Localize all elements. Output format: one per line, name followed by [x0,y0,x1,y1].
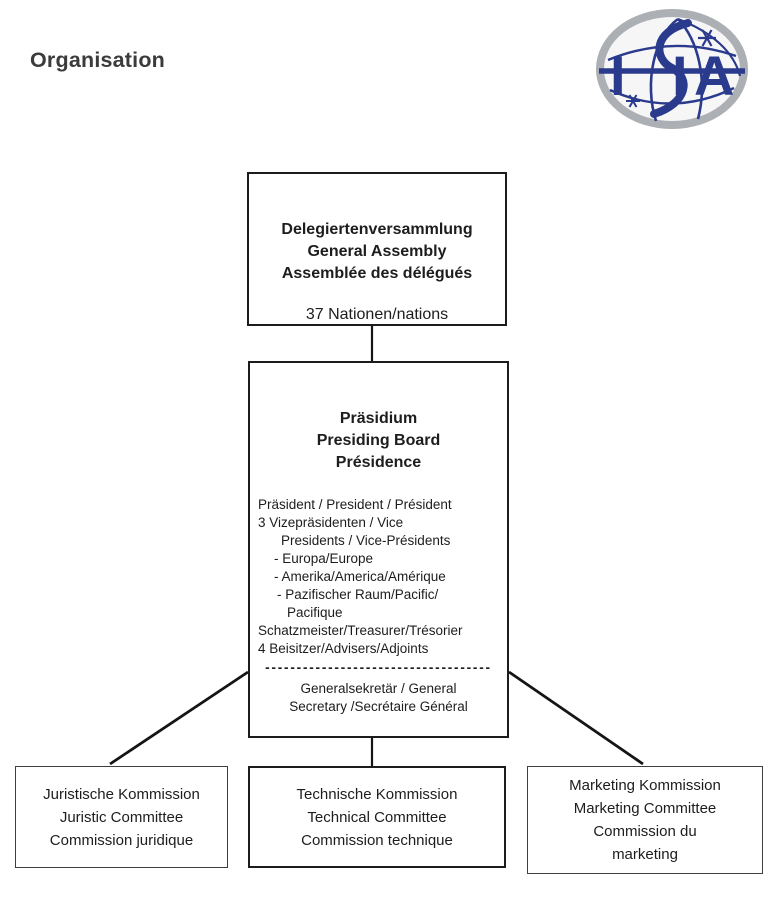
committee-box-technical: Technische Kommission Technical Committe… [248,766,506,868]
logo-globe-lines [599,17,745,122]
logo-letter-s-swoosh [650,19,692,118]
committee-line: Commission technique [301,831,453,849]
board-title-en: Presiding Board [316,432,441,449]
page-title: Organisation [30,48,166,72]
snowflake-icon [698,29,716,47]
logo-letter-a: A [694,44,734,107]
board-secretary-line2: Secretary /Secrétaire Général [289,699,468,714]
board-line-europe: - Europa/Europe [274,551,374,566]
logo-letter-i2: I [672,44,688,107]
logo-letter-i1: I [610,44,626,107]
committee-line: Marketing Kommission [569,777,721,794]
board-line-president: Präsident / President / Président [258,497,452,512]
committee-line: Commission juridique [49,831,194,849]
connector-board-juristic [109,670,249,766]
committee-line: marketing [612,846,678,863]
isia-logo: ISIA I I A [596,9,748,129]
board-member-list: Präsident / President / Président 3 Vize… [250,496,507,658]
committee-line: Commission du [593,823,697,840]
board-line-advisers: 4 Beisitzer/Advisers/Adjoints [258,641,429,656]
globe-latitude-upper [607,44,737,62]
committee-line: Technische Kommission [296,785,458,803]
committee-line: Juristic Committee [59,808,184,826]
logo-letters: I I A [610,44,734,107]
assembly-nations-count: 37 Nationen/nations [305,306,449,323]
board-divider-dashes: ------------------------------------ [265,660,492,675]
presiding-board-box: Präsidium Presiding Board Présidence Prä… [248,361,509,738]
board-line-treasurer: Schatzmeister/Treasurer/Trésorier [258,623,463,638]
general-assembly-box: Delegiertenversammlung General Assembly … [247,172,507,326]
assembly-title-fr: Assemblée des délégués [281,265,473,282]
committee-box-marketing: Marketing Kommission Marketing Committee… [527,766,763,874]
connector-board-marketing [508,670,644,766]
committee-line: Marketing Committee [573,800,717,817]
assembly-title-en: General Assembly [307,243,447,260]
snowflake-icon [626,94,640,108]
committee-box-juristic: Juristische Kommission Juristic Committe… [15,766,228,868]
board-line-pacific-wrap: Pacifique [287,605,343,620]
board-line-vicepresidents: 3 Vizepräsidenten / Vice [258,515,404,530]
committee-line: Technical Committee [307,808,447,826]
board-line-vicepresidents-wrap: Presidents / Vice-Présidents [281,533,451,548]
committee-line: Juristische Kommission [43,785,200,803]
board-secretary-line1: Generalsekretär / General [300,681,457,696]
board-title-de: Präsidium [339,410,418,427]
board-line-pacific: - Pazifischer Raum/Pacific/ [277,587,439,602]
board-title-fr: Présidence [335,454,422,471]
board-line-america: - Amerika/America/Amérique [274,569,446,584]
assembly-title-de: Delegiertenversammlung [281,221,473,238]
